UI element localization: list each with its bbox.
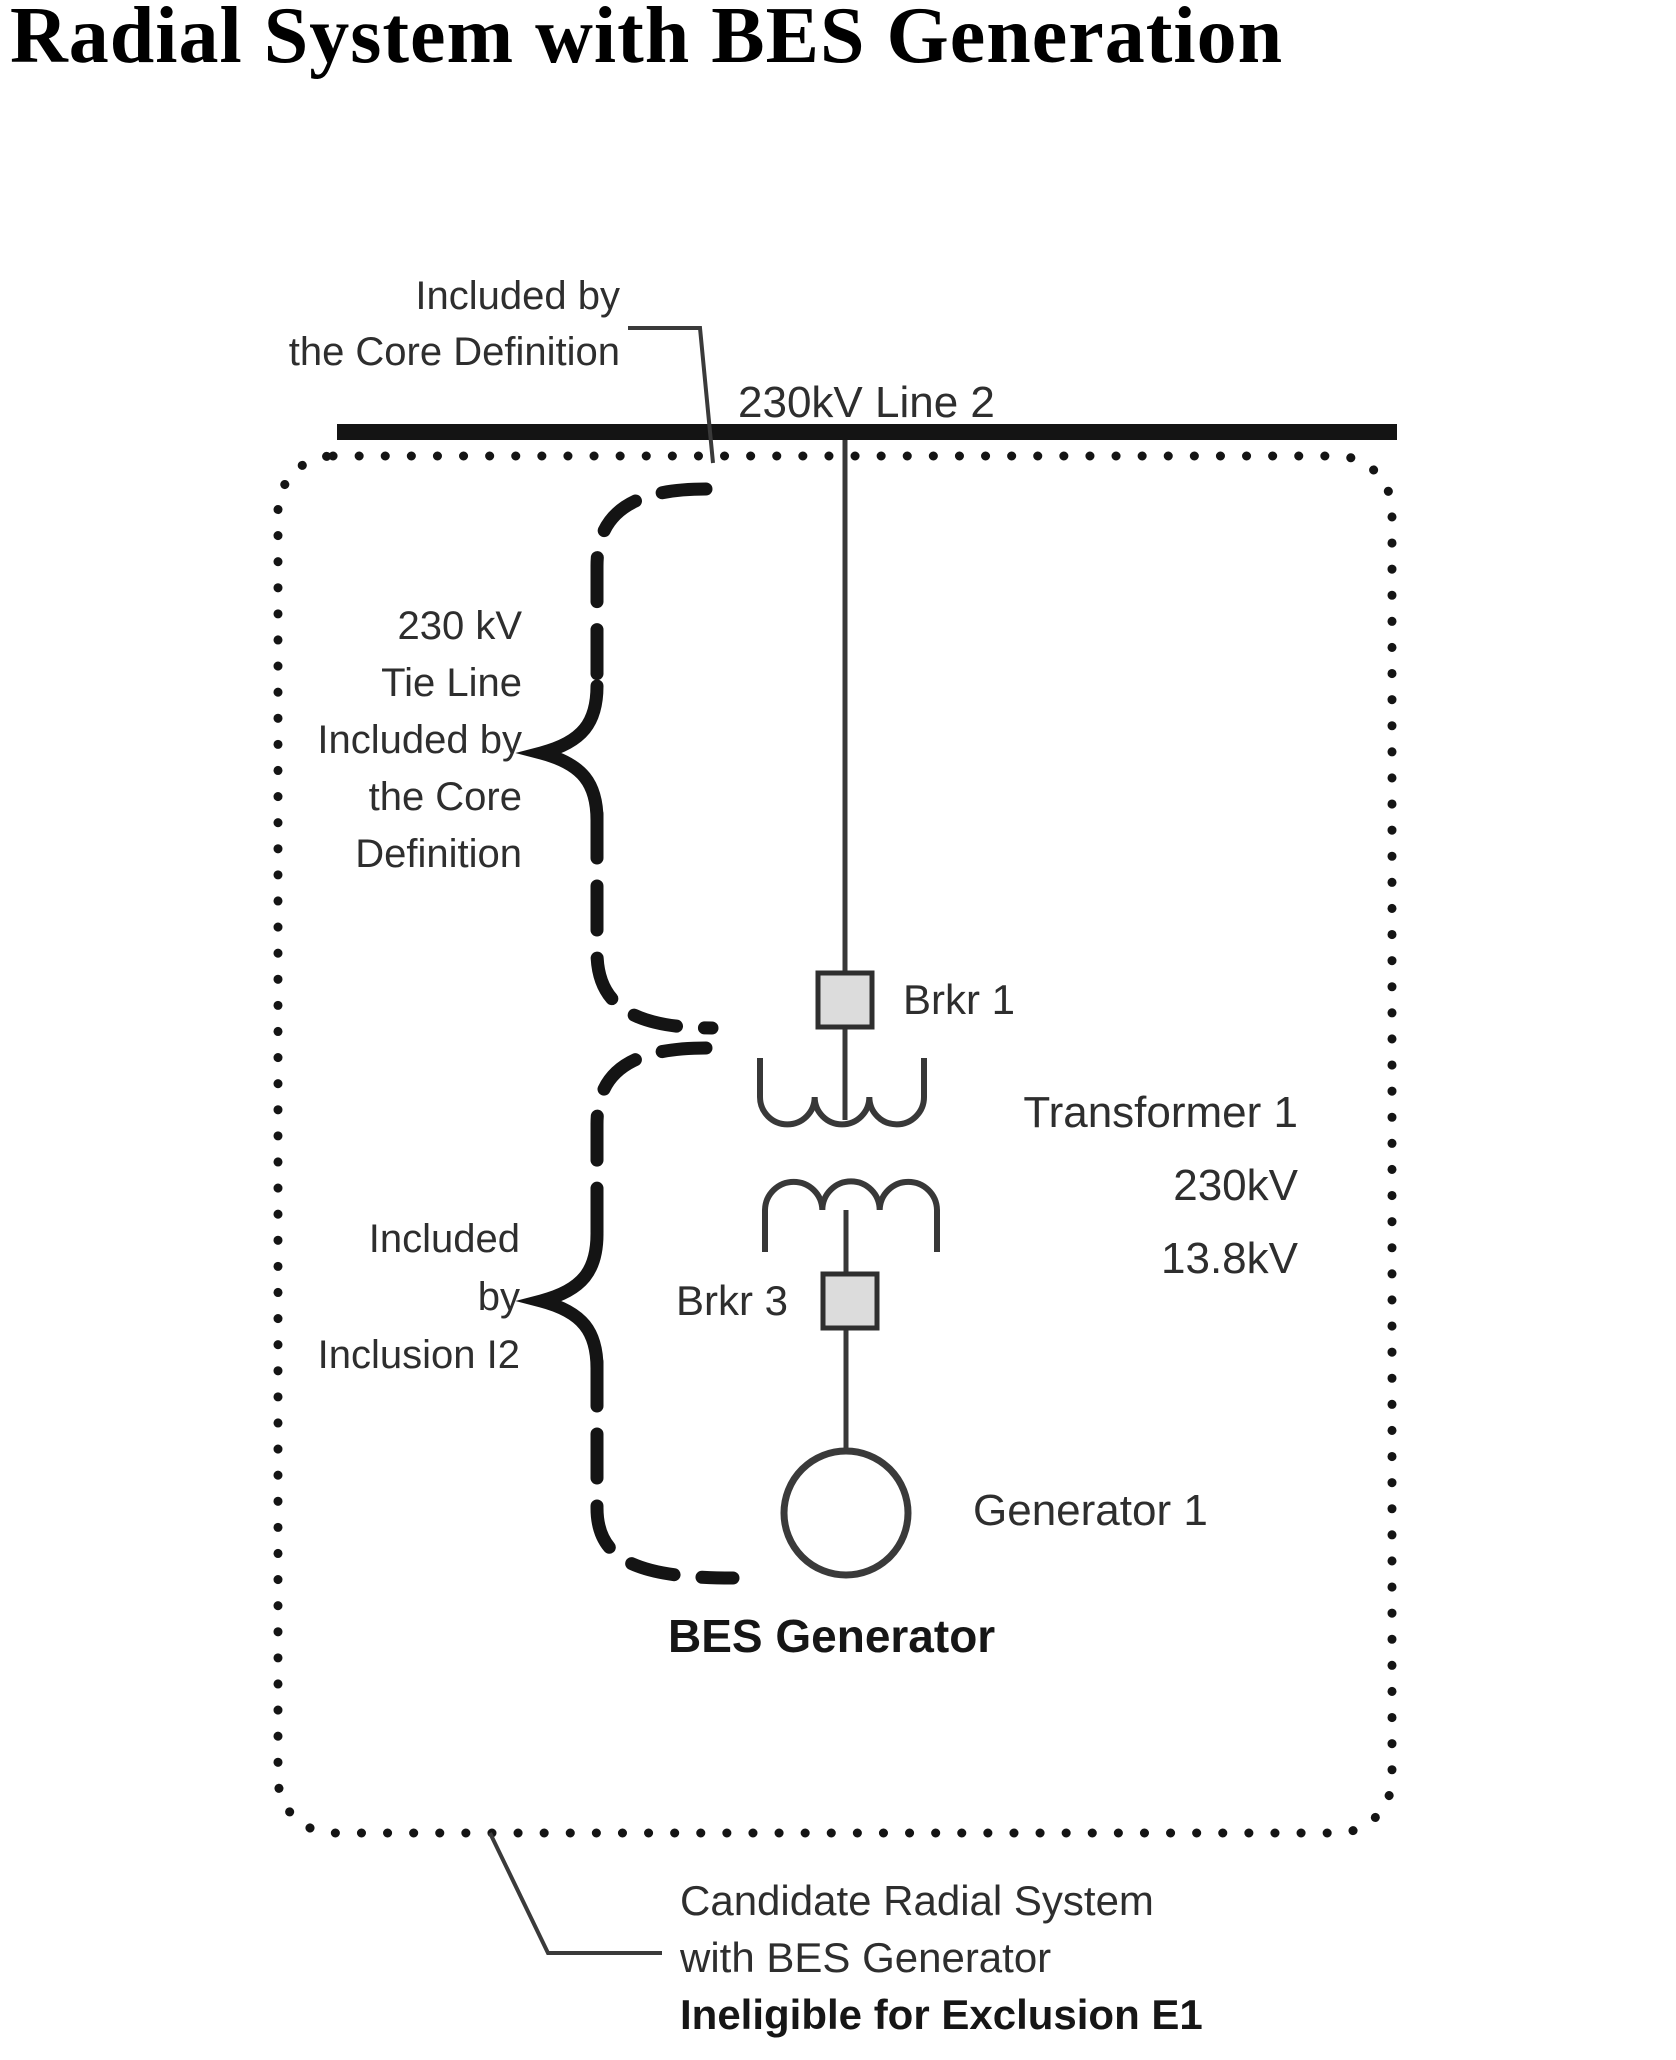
generator-1-symbol [780,1447,912,1579]
tie-line-note-line4: the Core [368,775,522,819]
core-definition-note-line2: the Core Definition [288,330,620,374]
tie-line-note-line1: 230 kV [397,604,522,648]
candidate-radial-system-boundary [273,451,1397,1838]
candidate-system-note-line2: with BES Generator [680,1934,1052,1981]
transformer-primary-winding [757,1058,927,1128]
core-definition-note-line1: Included by [415,274,620,318]
inclusion-i2-bracket-upper [590,1041,713,1247]
transformer-secondary-winding [762,1178,940,1252]
tie-line-note: 230 kV Tie Line Included by the Core Def… [278,598,522,883]
tie-line-note-line2: Tie Line [381,661,522,705]
inclusion-i2-bracket-point [515,1227,604,1375]
breaker-1-symbol [815,970,875,1030]
core-definition-leader-line [628,326,715,464]
inclusion-i2-note: Included by Inclusion I2 [280,1210,520,1384]
transformer-1-name: Transformer 1 [1023,1088,1298,1137]
inclusion-i2-note-line2: by [477,1275,520,1319]
tie-line-bracket-upper [590,482,713,699]
candidate-system-leader-line [488,1832,662,1955]
page-title: Radial System with BES Generation [10,0,1284,80]
candidate-system-note-line3: Ineligible for Exclusion E1 [680,1991,1203,2038]
transformer-1-secondary-kv: 13.8kV [1161,1234,1298,1283]
generator-1-label: Generator 1 [973,1486,1208,1535]
inclusion-i2-note-line3: Inclusion I2 [317,1333,520,1377]
inclusion-i2-note-line1: Included [368,1217,520,1261]
breaker-1-label: Brkr 1 [903,976,1016,1023]
core-definition-note: Included by the Core Definition [228,268,620,380]
inclusion-i2-bracket-lower [590,1355,740,1585]
tie-line-note-line5: Definition [355,832,522,876]
tie-line-bracket-point [515,679,604,827]
breaker-3-symbol [820,1271,880,1331]
candidate-system-note-line1: Candidate Radial System [680,1877,1154,1924]
transformer-1-note: Transformer 1 230kV 13.8kV [946,1076,1298,1295]
transformer-1-primary-kv: 230kV [1173,1161,1298,1210]
tie-line-bracket-lower [590,807,719,1035]
breaker-3-label: Brkr 3 [675,1277,788,1324]
tie-line-note-line3: Included by [317,718,522,762]
candidate-system-note: Candidate Radial System with BES Generat… [680,1872,1203,2043]
230kv-line-2-label: 230kV Line 2 [738,378,995,427]
bes-generator-label: BES Generator [668,1610,996,1662]
